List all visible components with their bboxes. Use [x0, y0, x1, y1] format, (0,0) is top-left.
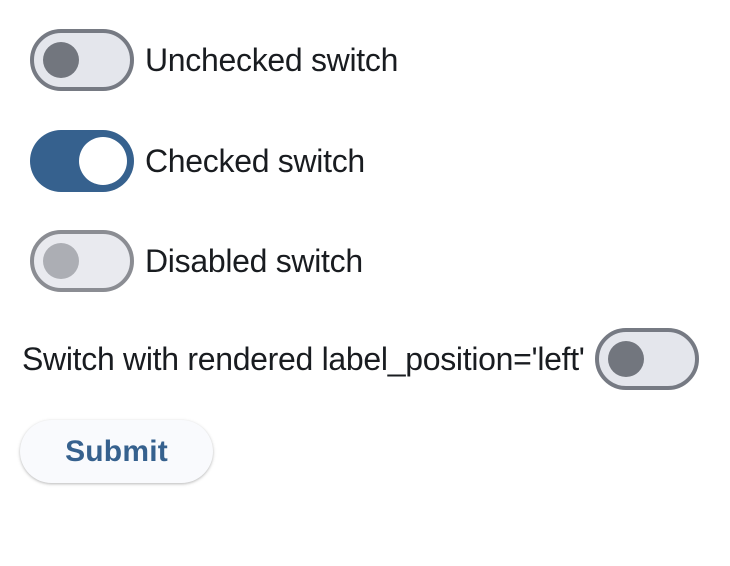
submit-button[interactable]: Submit	[20, 420, 213, 483]
left-label-switch[interactable]	[594, 328, 699, 390]
switch-row-left-label: Switch with rendered label_position='lef…	[22, 328, 699, 390]
switch-row-unchecked: Unchecked switch	[30, 29, 398, 91]
switch-thumb	[43, 42, 79, 78]
switch-label: Disabled switch	[145, 243, 363, 279]
switch-thumb	[43, 243, 79, 279]
checked-switch[interactable]	[30, 130, 134, 192]
switch-thumb	[79, 137, 127, 185]
switch-thumb	[607, 341, 644, 377]
switch-label: Unchecked switch	[145, 42, 399, 78]
switch-label: Checked switch	[145, 143, 365, 179]
switch-label: Switch with rendered label_position='lef…	[22, 341, 585, 377]
unchecked-switch[interactable]	[30, 29, 134, 91]
switch-row-disabled: Disabled switch	[30, 230, 363, 292]
switch-row-checked: Checked switch	[30, 130, 365, 192]
disabled-switch	[30, 230, 134, 292]
